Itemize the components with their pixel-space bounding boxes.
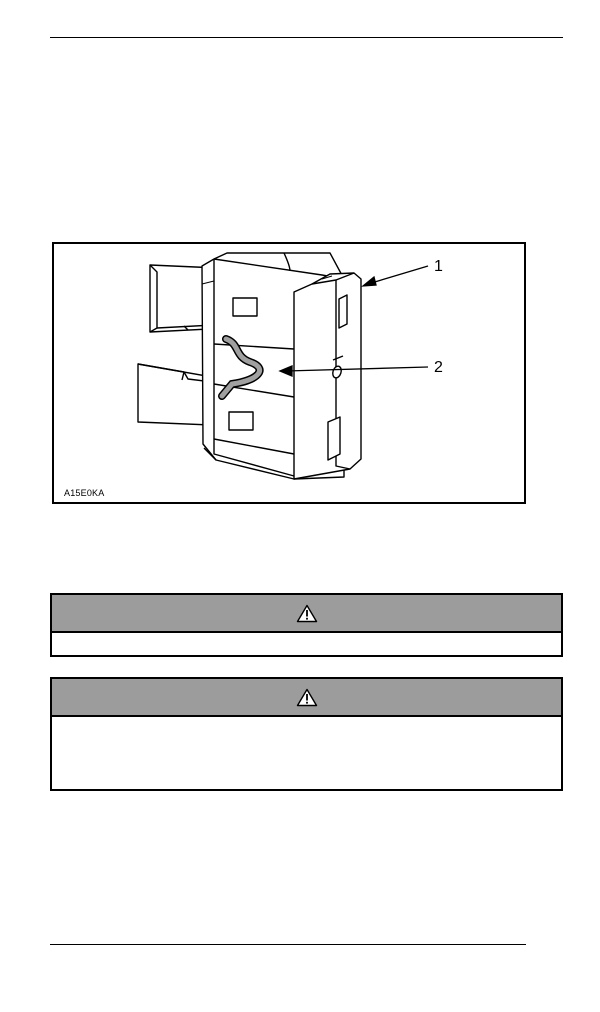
fuse-illustration: 1 2 A15E0KA (52, 242, 526, 504)
warning-triangle-icon (296, 604, 318, 623)
warning-box (50, 593, 563, 657)
callout-label-1: 1 (434, 258, 443, 275)
footer-rule (50, 944, 526, 945)
header-rule (50, 37, 563, 38)
callout-label-2: 2 (434, 359, 443, 376)
warning-header (52, 595, 561, 633)
figure-code: A15E0KA (64, 488, 105, 498)
caution-header (52, 679, 561, 717)
fuse-drawing (137, 252, 429, 480)
caution-box (50, 677, 563, 791)
warning-triangle-icon (296, 688, 318, 707)
